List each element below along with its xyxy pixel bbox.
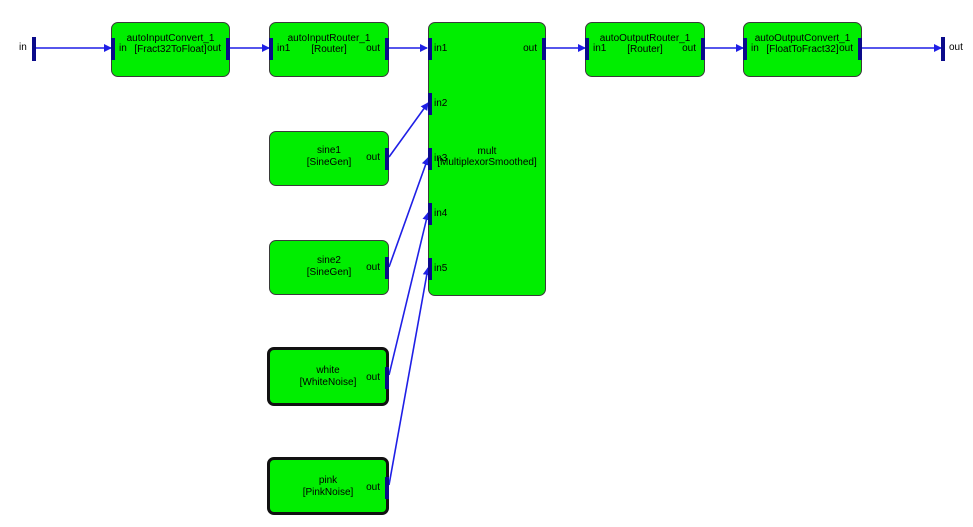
block-type: [PinkNoise]	[302, 487, 354, 498]
input-pin-label-in4: in4	[434, 208, 448, 219]
block-name: autoInputConvert_1	[126, 33, 215, 44]
output-pin-label: out	[366, 372, 380, 383]
block-sine2[interactable]: sine2 [SineGen] out	[269, 240, 389, 295]
input-pin-in5[interactable]	[428, 258, 432, 280]
output-pin[interactable]	[385, 477, 389, 499]
output-pin[interactable]	[226, 38, 230, 60]
output-pin[interactable]	[701, 38, 705, 60]
block-auto-output-router[interactable]: autoOutputRouter_1 [Router] in1 out	[585, 22, 705, 77]
output-pin[interactable]	[858, 38, 862, 60]
block-mult[interactable]: mult [MultiplexorSmoothed] in1 in2 in3 i…	[428, 22, 546, 296]
block-name: mult	[477, 146, 497, 157]
block-name: sine1	[317, 145, 341, 156]
block-sine1[interactable]: sine1 [SineGen] out	[269, 131, 389, 186]
input-pin[interactable]	[585, 38, 589, 60]
block-auto-input-router[interactable]: autoInputRouter_1 [Router] in1 out	[269, 22, 389, 77]
input-pin-label: in1	[593, 43, 607, 54]
input-pin-in4[interactable]	[428, 203, 432, 225]
output-pin[interactable]	[385, 257, 389, 279]
output-pin-label: out	[366, 43, 380, 54]
block-name: autoOutputConvert_1	[754, 33, 851, 44]
output-pin-label: out	[207, 43, 221, 54]
output-pin[interactable]	[385, 148, 389, 170]
input-pin-label: in1	[277, 43, 291, 54]
wire-sine1-to-mult-in2	[388, 102, 429, 158]
block-name: sine2	[317, 255, 341, 266]
input-pin-in1[interactable]	[428, 38, 432, 60]
wire-pink-to-mult-in5	[388, 267, 431, 486]
block-name: white	[316, 365, 340, 376]
output-pin-label: out	[366, 152, 380, 163]
block-white[interactable]: white [WhiteNoise] out	[267, 347, 389, 406]
input-pin-label: in	[119, 43, 127, 54]
block-name: autoInputRouter_1	[287, 33, 371, 44]
input-pin[interactable]	[111, 38, 115, 60]
block-type: [SineGen]	[306, 267, 352, 278]
graph-input-label: in	[19, 42, 27, 53]
input-pin-in3[interactable]	[428, 148, 432, 170]
output-pin-label: out	[523, 43, 537, 54]
output-pin[interactable]	[542, 38, 546, 60]
block-name: autoOutputRouter_1	[599, 33, 691, 44]
output-pin-label: out	[366, 482, 380, 493]
block-type: [FloatToFract32]	[766, 44, 839, 55]
block-type: [SineGen]	[306, 157, 352, 168]
output-pin[interactable]	[385, 38, 389, 60]
input-pin-label: in	[751, 43, 759, 54]
input-pin[interactable]	[269, 38, 273, 60]
block-type: [Router]	[311, 44, 347, 55]
wire-sine2-to-mult-in3	[388, 157, 430, 268]
input-pin-label-in1: in1	[434, 43, 448, 54]
wire-white-to-mult-in4	[388, 212, 431, 376]
block-auto-output-convert[interactable]: autoOutputConvert_1 [FloatToFract32] in …	[743, 22, 862, 77]
input-pin[interactable]	[743, 38, 747, 60]
graph-output-label: out	[949, 42, 963, 53]
block-type: [MultiplexorSmoothed]	[437, 157, 537, 168]
block-pink[interactable]: pink [PinkNoise] out	[267, 457, 389, 515]
output-pin-label: out	[366, 262, 380, 273]
block-auto-input-convert[interactable]: autoInputConvert_1 [Fract32ToFloat] in o…	[111, 22, 230, 77]
output-pin-label: out	[839, 43, 853, 54]
block-type: [WhiteNoise]	[299, 377, 357, 388]
output-pin-label: out	[682, 43, 696, 54]
output-pin[interactable]	[385, 367, 389, 389]
block-type: [Fract32ToFloat]	[134, 44, 207, 55]
block-name: pink	[318, 475, 338, 486]
input-pin-label-in5: in5	[434, 263, 448, 274]
block-type: [Router]	[627, 44, 663, 55]
input-pin-label-in3: in3	[434, 153, 448, 164]
graph-output-port[interactable]	[941, 37, 945, 61]
graph-input-port[interactable]	[32, 37, 36, 61]
input-pin-in2[interactable]	[428, 93, 432, 115]
input-pin-label-in2: in2	[434, 98, 448, 109]
